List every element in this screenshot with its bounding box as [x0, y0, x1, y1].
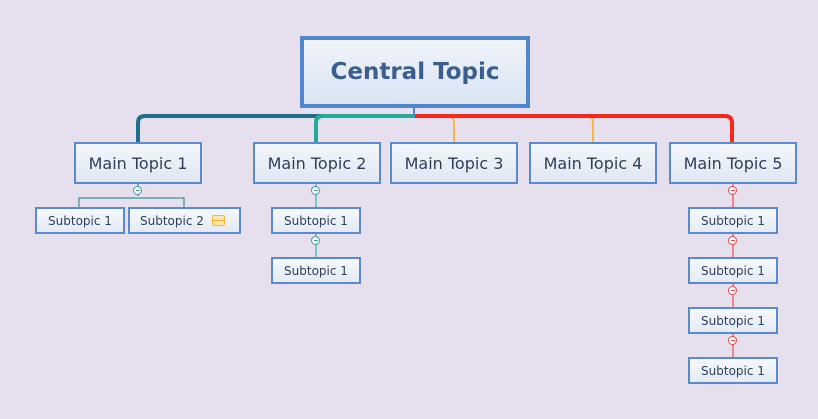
- main-topic-5[interactable]: Main Topic 5: [669, 142, 797, 184]
- subtopic-mt1-1[interactable]: Subtopic 1: [35, 207, 125, 234]
- subtopic-mt5-3[interactable]: Subtopic 1: [688, 307, 778, 334]
- collapse-minus-icon[interactable]: [728, 236, 737, 245]
- main-topic-2[interactable]: Main Topic 2: [253, 142, 381, 184]
- collapse-minus-icon[interactable]: [311, 186, 320, 195]
- connector-mt1-subs: [78, 184, 185, 208]
- central-topic[interactable]: Central Topic: [300, 36, 530, 108]
- collapse-minus-icon[interactable]: [311, 236, 320, 245]
- subtopic-mt5-2[interactable]: Subtopic 1: [688, 257, 778, 284]
- branch-main-topic-5: [414, 114, 734, 142]
- main-topic-1[interactable]: Main Topic 1: [74, 142, 202, 184]
- subtopic-mt2-1[interactable]: Subtopic 1: [271, 207, 361, 234]
- branch-main-topic-4: [414, 115, 594, 142]
- subtopic-mt5-4[interactable]: Subtopic 1: [688, 357, 778, 384]
- collapse-minus-icon[interactable]: [728, 336, 737, 345]
- main-topic-4[interactable]: Main Topic 4: [529, 142, 657, 184]
- branch-main-topic-1: [136, 114, 414, 142]
- collapse-minus-icon[interactable]: [728, 286, 737, 295]
- subtopic-mt2-2[interactable]: Subtopic 1: [271, 257, 361, 284]
- branch-main-topic-3: [414, 115, 455, 142]
- collapse-minus-icon[interactable]: [133, 186, 142, 195]
- subtopic-mt1-2[interactable]: Subtopic 2: [128, 207, 241, 234]
- branch-main-topic-2: [314, 114, 414, 142]
- collapse-minus-icon[interactable]: [728, 186, 737, 195]
- subtopic-label: Subtopic 2: [140, 213, 204, 228]
- subtopic-mt5-1[interactable]: Subtopic 1: [688, 207, 778, 234]
- note-icon[interactable]: [211, 215, 225, 226]
- main-topic-3[interactable]: Main Topic 3: [390, 142, 518, 184]
